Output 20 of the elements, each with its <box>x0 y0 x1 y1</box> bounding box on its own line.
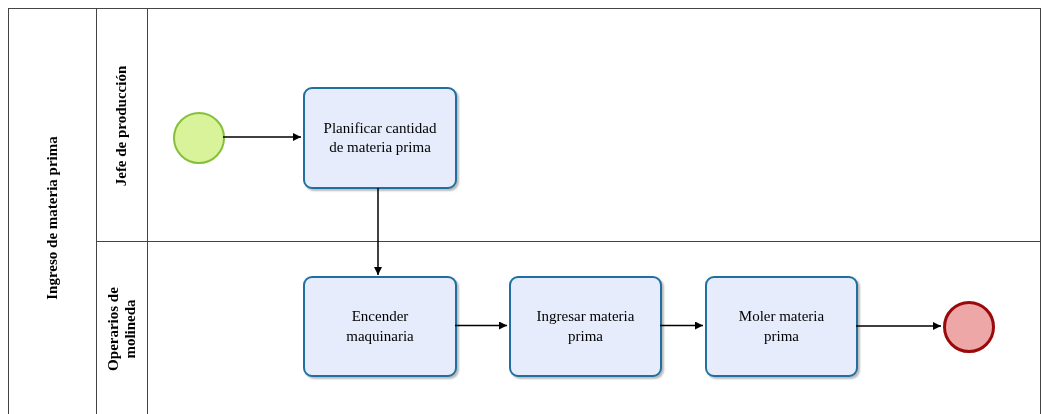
arrow <box>454 321 508 330</box>
arrow <box>855 322 942 330</box>
arrow <box>374 187 382 276</box>
task-label: Ingresar materia prima <box>535 307 636 346</box>
lane-label: Jefe de producción <box>113 64 131 188</box>
arrow <box>222 133 302 141</box>
pool <box>8 8 1041 414</box>
swimlane <box>96 9 1041 242</box>
task-label: Planificar cantidad de materia prima <box>322 118 438 157</box>
arrow <box>659 321 704 330</box>
pool-label: Ingreso de materia prima <box>43 135 61 302</box>
task-box <box>705 276 858 377</box>
task-box <box>303 276 457 377</box>
task-label: Moler materia prima <box>737 307 826 346</box>
task-box <box>303 87 457 189</box>
end-event-circle <box>943 301 995 353</box>
start-event-circle <box>173 112 225 164</box>
task-box <box>509 276 662 377</box>
lane-label: Operarios de molineda <box>104 285 139 373</box>
task-label: Encender maquinaria <box>345 307 415 346</box>
